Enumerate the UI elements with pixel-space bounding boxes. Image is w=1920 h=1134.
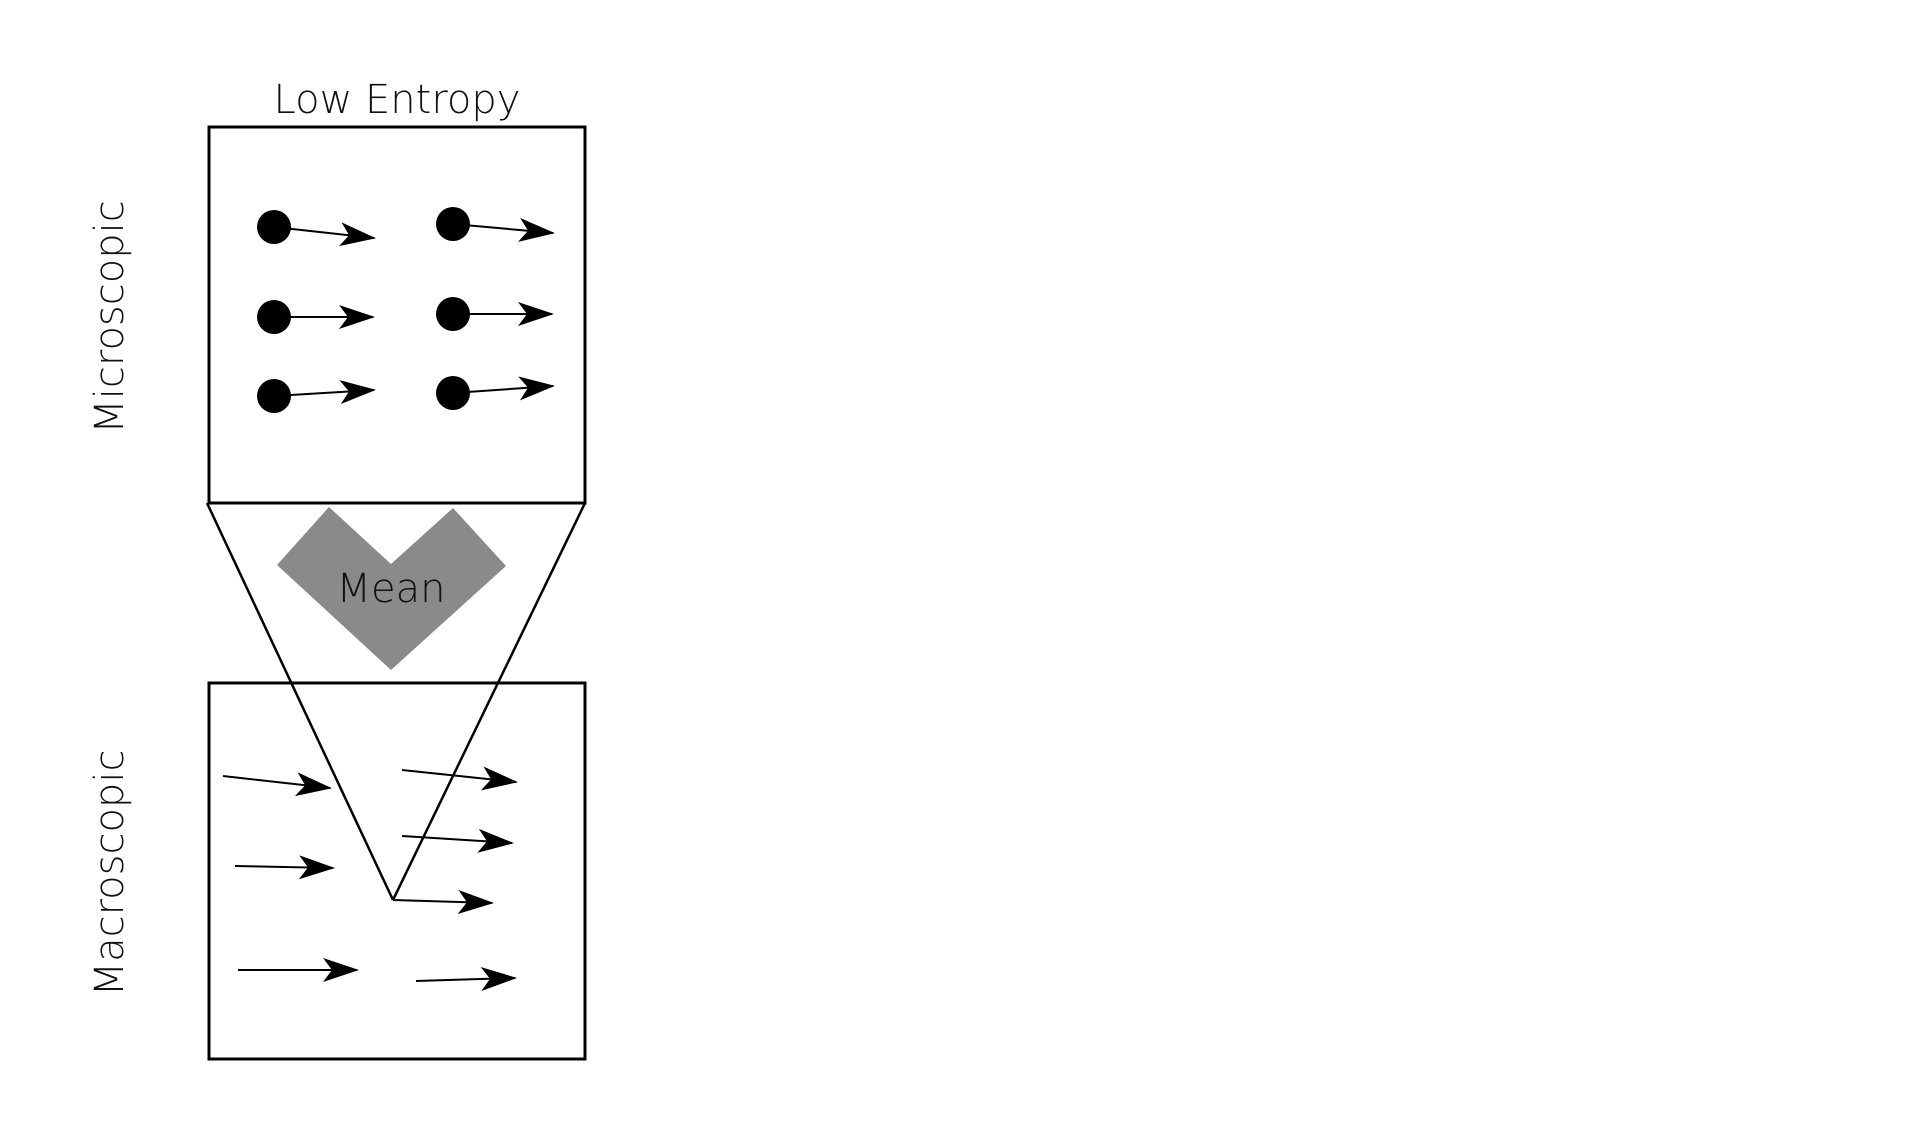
mean-arrow bbox=[222, 772, 332, 797]
microscopic-box bbox=[207, 125, 587, 505]
funnel-lines bbox=[205, 502, 587, 901]
macroscopic-label: Macroscopic bbox=[87, 750, 133, 997]
particle bbox=[257, 379, 376, 413]
mean-arrow bbox=[392, 889, 494, 914]
microscopic-particles bbox=[257, 207, 555, 413]
mean-arrow bbox=[234, 855, 335, 880]
particle bbox=[436, 297, 554, 331]
mean-arrow bbox=[415, 967, 517, 992]
particle bbox=[257, 210, 376, 247]
mean-arrow bbox=[401, 766, 518, 791]
particle bbox=[257, 300, 375, 334]
microscopic-label: Microscopic bbox=[87, 200, 133, 433]
macroscopic-box bbox=[207, 681, 587, 1061]
macroscopic-arrows bbox=[222, 766, 518, 992]
mean-operator-shape bbox=[277, 507, 506, 670]
mean-operator-label: Mean bbox=[337, 566, 446, 612]
diagram-title: Low Entropy bbox=[274, 77, 521, 123]
particle bbox=[436, 207, 555, 242]
particle bbox=[436, 376, 555, 410]
mean-arrow bbox=[401, 828, 514, 853]
